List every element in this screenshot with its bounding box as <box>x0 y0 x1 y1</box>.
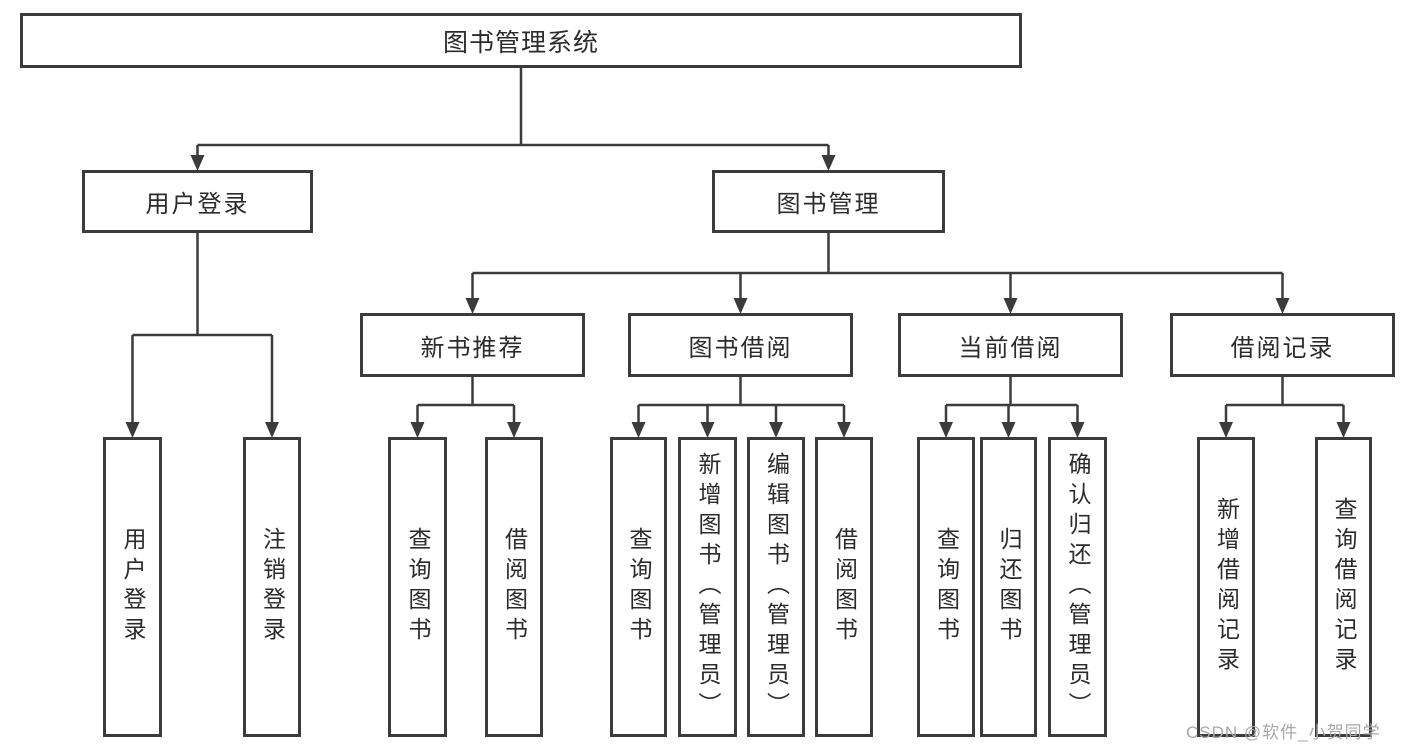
node-label: 新书推荐 <box>420 334 525 362</box>
node-label: 新增借阅记录 <box>1213 497 1240 677</box>
leaf-add-books-admin: 新增图书（管理员） <box>678 437 737 737</box>
tree-edges <box>131 68 1345 424</box>
csdn-watermark: CSDN @软件_小贺同学 <box>1186 723 1381 742</box>
leaf-query-books-recommend: 查询图书 <box>388 437 447 737</box>
leaf-user-login: 用户登录 <box>103 437 162 737</box>
node-label: 图书管理系统 <box>442 28 599 57</box>
node-borrow-records: 借阅记录 <box>1170 313 1395 377</box>
node-book-borrow: 图书借阅 <box>628 313 853 377</box>
leaf-query-books-current: 查询图书 <box>917 437 975 737</box>
node-label: 图书借阅 <box>688 334 793 362</box>
node-user-login: 用户登录 <box>82 170 313 233</box>
node-label: 借阅图书 <box>831 527 858 647</box>
node-label: 查询借阅记录 <box>1331 497 1357 677</box>
node-label: 查询图书 <box>405 527 431 647</box>
leaf-confirm-return-admin: 确认归还（管理员） <box>1048 437 1107 737</box>
leaf-return-books: 归还图书 <box>980 437 1037 737</box>
node-label: 用户登录 <box>120 527 146 647</box>
node-label: 借阅图书 <box>501 527 528 647</box>
node-label: 新增图书（管理员） <box>695 452 721 722</box>
leaf-borrow-books: 借阅图书 <box>815 437 873 737</box>
node-label: 当前借阅 <box>958 334 1063 362</box>
node-current-borrow: 当前借阅 <box>898 313 1123 377</box>
arrowheads <box>125 155 1351 438</box>
leaf-query-books-borrow: 查询图书 <box>610 437 667 737</box>
leaf-add-borrow-record: 新增借阅记录 <box>1197 437 1255 737</box>
node-label: 用户登录 <box>145 191 250 218</box>
leaf-edit-books-admin: 编辑图书（管理员） <box>747 437 805 737</box>
node-label: 确认归还（管理员） <box>1065 452 1091 722</box>
node-system-root: 图书管理系统 <box>20 13 1022 68</box>
node-label: 注销登录 <box>259 527 286 647</box>
leaf-borrow-books-recommend: 借阅图书 <box>485 437 543 737</box>
node-label: 查询图书 <box>933 527 960 647</box>
leaf-query-borrow-record: 查询借阅记录 <box>1315 437 1372 737</box>
node-label: 借阅记录 <box>1230 334 1335 362</box>
node-label: 归还图书 <box>996 527 1022 647</box>
leaf-logout: 注销登录 <box>243 437 301 737</box>
node-book-management: 图书管理 <box>712 170 945 233</box>
node-new-book-recommend: 新书推荐 <box>360 313 585 377</box>
node-label: 编辑图书（管理员） <box>763 452 790 722</box>
node-label: 查询图书 <box>626 527 652 647</box>
node-label: 图书管理 <box>776 191 881 218</box>
